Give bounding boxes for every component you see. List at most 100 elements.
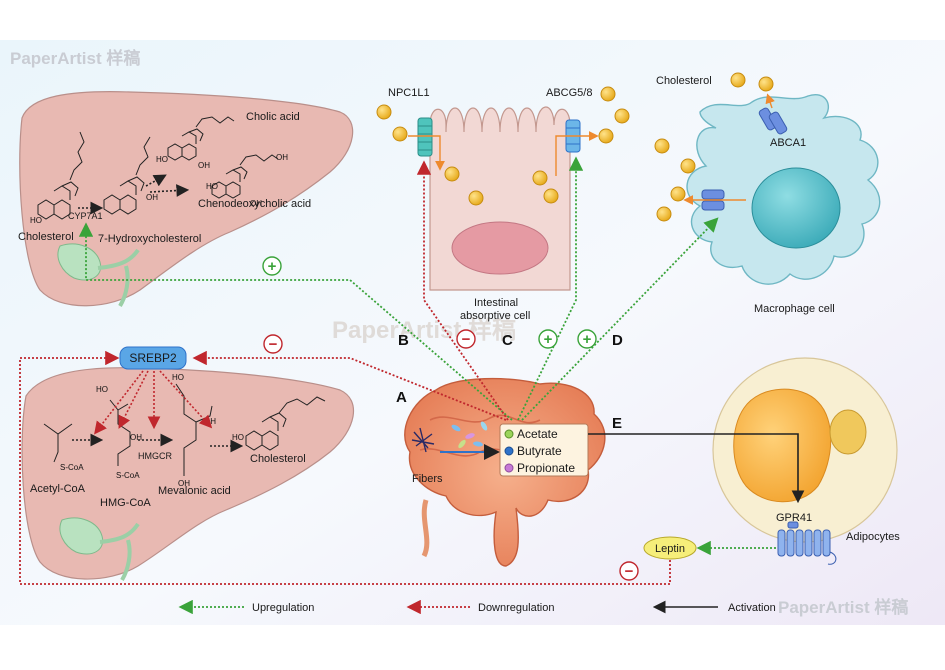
efflux-arrow xyxy=(555,131,599,176)
hmg-coa-structure xyxy=(109,399,131,466)
liver-top: HO OH HO OH HO OH OH Cholesterol CYP7A1 … xyxy=(18,91,354,308)
arrow-leptin-to-srebp2 xyxy=(19,350,671,585)
intestinal-cell-label-line1: Intestinal xyxy=(474,297,518,309)
adipocyte-nucleus xyxy=(829,409,867,455)
hmg-coa-label: HMG-CoA xyxy=(100,497,151,509)
oh-label-4: OH xyxy=(276,153,288,162)
cholesterol-ball xyxy=(730,72,746,88)
legend-upregulation-label: Upregulation xyxy=(252,602,314,614)
leptin-pill xyxy=(643,536,697,560)
scfa-box: Acetate Butyrate Propionate xyxy=(499,423,589,477)
svg-text:−: − xyxy=(269,336,278,353)
abca1-efflux-arrow xyxy=(765,93,775,109)
bile-duct-bottom xyxy=(99,522,140,582)
gallbladder-top xyxy=(57,243,102,281)
liver-top-shape xyxy=(19,91,354,307)
section-letter-a: A xyxy=(396,389,407,406)
arrow-to-cholic xyxy=(145,174,167,187)
abcg58-label: ABCG5/8 xyxy=(546,87,592,99)
cholesterol-label-bottom: Cholesterol xyxy=(250,453,306,465)
butyrate-dot xyxy=(504,446,514,456)
cholesterol-label-top: Cholesterol xyxy=(18,231,74,243)
macrophage-label: Macrophage cell xyxy=(754,303,835,315)
hydroxycholesterol-label: 7-Hydroxycholesterol xyxy=(98,233,201,245)
scfa-box-bg xyxy=(499,423,589,477)
cholesterol-ball xyxy=(444,166,460,182)
srebp2-arrow-1 xyxy=(94,370,144,435)
ho-label-b2: HO xyxy=(172,373,184,382)
oh-label-b1: OH xyxy=(130,433,142,442)
lipid-droplet xyxy=(733,388,832,503)
cyp7a1-label: CYP7A1 xyxy=(68,211,103,221)
oh-label-3: OH xyxy=(250,199,262,208)
acetate-dot xyxy=(504,429,514,439)
cholesterol-structure-top xyxy=(37,131,85,220)
srebp2-arrow-4 xyxy=(159,370,213,429)
fiber-tangle xyxy=(411,427,435,453)
arrow-to-npc1l1 xyxy=(416,160,509,421)
oh-label-1: OH xyxy=(146,193,158,202)
cholesterol-ball xyxy=(543,188,559,204)
sign-plus-abcg58: + xyxy=(538,329,558,349)
scfa-butyrate: Butyrate xyxy=(517,444,562,458)
watermark-center: PaperArtist 样稿 xyxy=(332,316,516,344)
arrow-to-abcg58 xyxy=(517,156,584,421)
sign-plus-cyp7a1: + xyxy=(262,256,282,276)
gpr41-label: GPR41 xyxy=(776,512,812,524)
acetyl-coa-label: Acetyl-CoA xyxy=(30,483,86,495)
oh-label-b3: OH xyxy=(178,479,190,488)
watermark-top-left: PaperArtist 样稿 xyxy=(10,48,140,68)
mevalonic-acid-label: Mevalonic acid xyxy=(158,485,231,497)
legend-activation-label: Activation xyxy=(728,602,776,614)
chenodeoxycholic-acid-structure xyxy=(211,154,279,199)
gut: Fibers Acetate Butyrate Propionate xyxy=(404,377,606,567)
cholesterol-ball xyxy=(598,128,614,144)
svg-text:−: − xyxy=(462,331,471,348)
chenodeoxycholic-acid-label: Chenodeoxycholic acid xyxy=(198,198,311,210)
npc1l1-label: NPC1L1 xyxy=(388,87,430,99)
cholesterol-ball xyxy=(600,86,616,102)
cholesterol-ball xyxy=(532,170,548,186)
sign-plus-macrophage: + xyxy=(577,329,597,349)
bile-duct-top xyxy=(97,248,140,308)
hydroxycholesterol-structure xyxy=(103,136,151,215)
sign-minus-leptin: − xyxy=(619,561,639,581)
section-letter-e: E xyxy=(612,415,622,432)
microbes xyxy=(451,421,488,449)
intestinal-cell-label-line2: absorptive cell xyxy=(460,310,530,322)
macrophage-nucleus xyxy=(751,167,841,249)
macrophage-cholesterol-label: Cholesterol xyxy=(656,75,712,87)
svg-text:−: − xyxy=(625,563,634,580)
intestinal-cell-nucleus xyxy=(451,221,549,275)
legend: Upregulation Downregulation Activation xyxy=(178,599,776,615)
intestinal-cell: NPC1L1 ABCG5/8 Intestinal absorptive cel… xyxy=(376,86,630,322)
oh-label-2: OH xyxy=(198,161,210,170)
section-letter-b: B xyxy=(398,332,409,349)
sign-minus-npc1l1: − xyxy=(456,329,476,349)
arrow-to-cyp7a1 xyxy=(78,222,513,421)
hmgcr-label: HMGCR xyxy=(138,451,172,461)
acetyl-coa-structure xyxy=(43,423,73,463)
absorption-arrow xyxy=(408,135,445,171)
srebp2-node: SREBP2 xyxy=(119,346,187,370)
leptin-label: Leptin xyxy=(655,543,685,555)
arrow-scfa-to-gpr41 xyxy=(588,433,805,504)
adipocyte: GPR41 Adipocytes Leptin xyxy=(643,357,900,565)
pathway-arrows xyxy=(19,156,805,585)
gallbladder-bottom xyxy=(59,517,104,555)
cholesterol-ball xyxy=(614,108,630,124)
abca1-transporter-top xyxy=(758,107,788,135)
propionate-dot xyxy=(504,463,514,473)
cholesterol-ball xyxy=(654,138,670,154)
section-letter-c: C xyxy=(502,332,513,349)
scfa-propionate: Propionate xyxy=(517,461,575,475)
appendix xyxy=(421,499,430,558)
cholesterol-ball xyxy=(670,186,686,202)
ho-label-3: HO xyxy=(206,182,218,191)
leptin-node: Leptin xyxy=(643,536,697,560)
srebp2-label: SREBP2 xyxy=(129,351,177,365)
adipocytes-label: Adipocytes xyxy=(846,531,900,543)
ho-label-b1: HO xyxy=(96,385,108,394)
